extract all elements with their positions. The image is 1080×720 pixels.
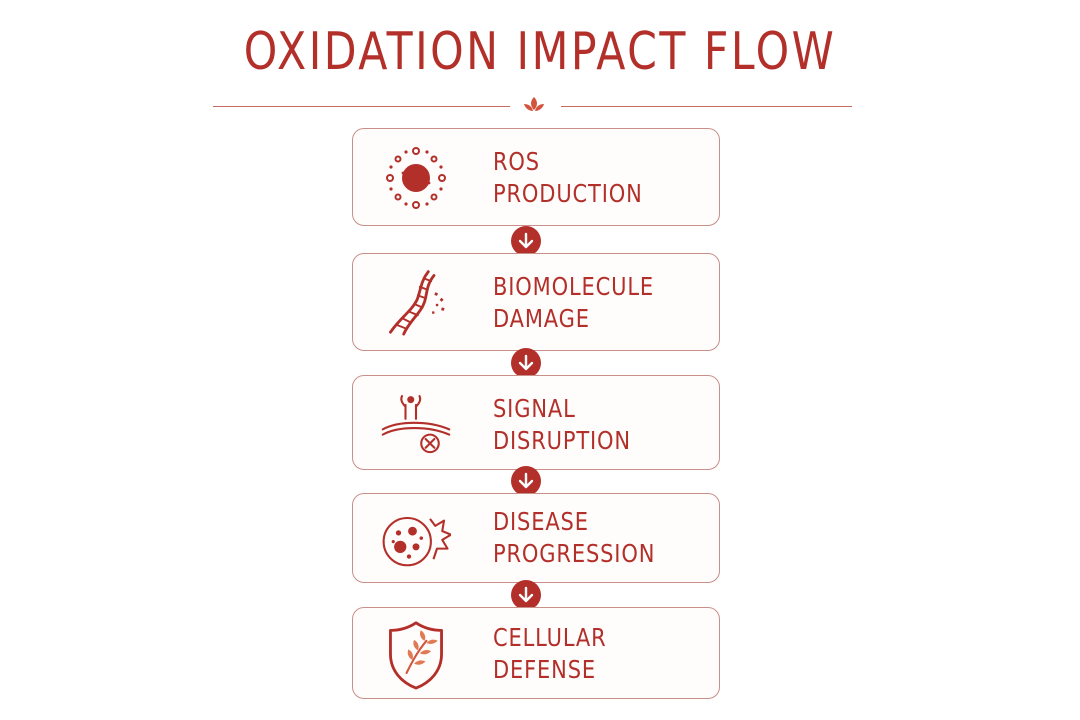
- title-divider-right: [561, 106, 852, 107]
- step-cellular-defense: CELLULAR DEFENSE: [352, 607, 720, 699]
- flow-arrow-1: [511, 226, 541, 256]
- step-ros-production: ROS PRODUCTION: [352, 128, 720, 226]
- flow-arrow-3: [511, 466, 541, 496]
- step-label-line2: DAMAGE: [493, 304, 590, 333]
- step-label: ROS PRODUCTION: [493, 146, 643, 210]
- diseased-cell-icon: [382, 516, 451, 567]
- arrow-down-icon: [518, 472, 534, 489]
- shield-leaf-icon: [389, 621, 443, 690]
- step-label-line2: PROGRESSION: [493, 539, 656, 568]
- dna-damage-icon: [389, 270, 445, 336]
- step-label-line1: BIOMOLECULE: [493, 272, 654, 301]
- step-label-line2: DISRUPTION: [493, 426, 631, 455]
- ros-burst-icon: [386, 147, 446, 209]
- step-label-line2: DEFENSE: [493, 655, 596, 684]
- step-label: DISEASE PROGRESSION: [493, 506, 655, 570]
- step-label-line2: PRODUCTION: [493, 179, 643, 208]
- step-label-line1: ROS: [493, 147, 540, 176]
- arrow-down-icon: [518, 354, 534, 371]
- step-label-line1: DISEASE: [493, 507, 589, 536]
- step-biomolecule-damage: BIOMOLECULE DAMAGE: [352, 253, 720, 351]
- leaf-ornament-icon: [524, 97, 544, 111]
- flow-arrow-2: [511, 348, 541, 378]
- step-label: CELLULAR DEFENSE: [493, 622, 607, 686]
- step-label-line1: SIGNAL: [493, 394, 576, 423]
- step-disease-progression: DISEASE PROGRESSION: [352, 493, 720, 583]
- diagram-title: OXIDATION IMPACT FLOW: [243, 22, 837, 82]
- arrow-down-icon: [518, 232, 534, 249]
- step-label-line1: CELLULAR: [493, 623, 607, 652]
- flow-arrow-4: [511, 580, 541, 610]
- step-label: BIOMOLECULE DAMAGE: [493, 271, 654, 335]
- arrow-down-icon: [518, 586, 534, 603]
- title-divider-left: [213, 106, 510, 107]
- step-signal-disruption: SIGNAL DISRUPTION: [352, 375, 720, 470]
- receptor-blocked-icon: [381, 395, 451, 454]
- step-label: SIGNAL DISRUPTION: [493, 393, 631, 457]
